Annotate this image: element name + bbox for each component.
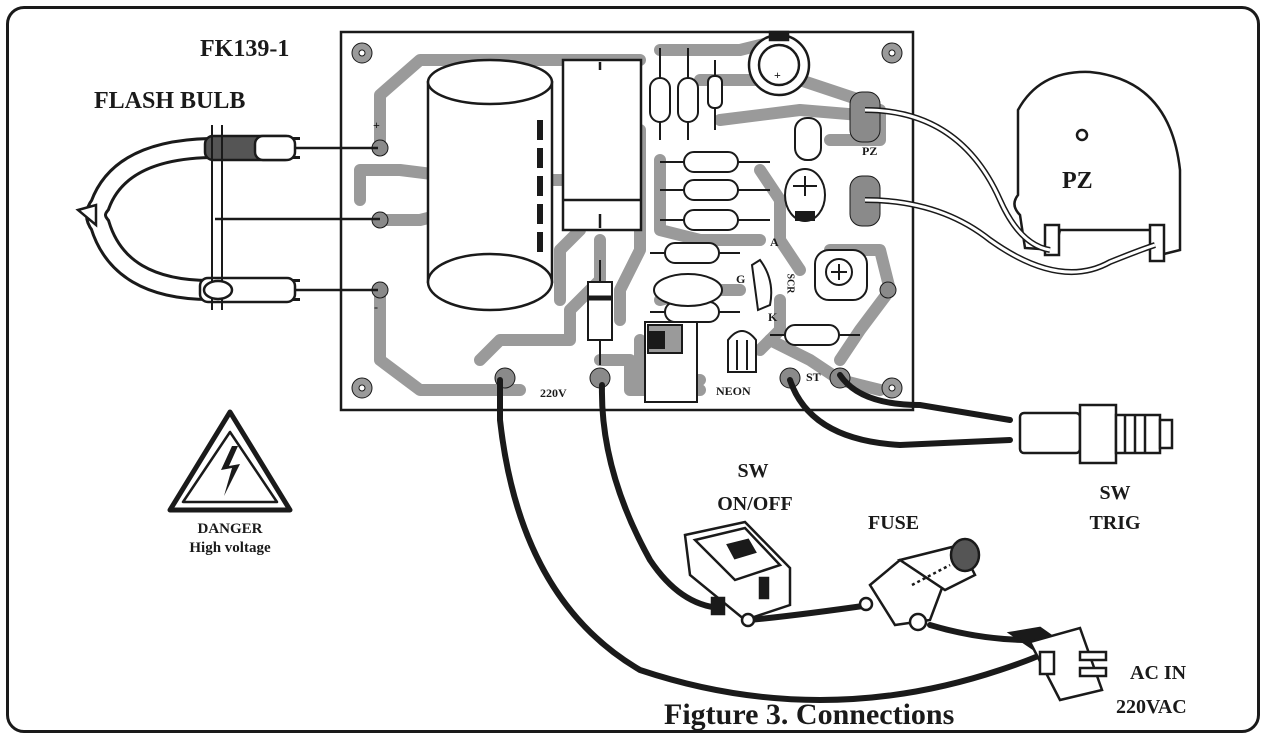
piezo-label: PZ	[1062, 168, 1093, 194]
mains-cables	[497, 377, 1043, 703]
scr	[750, 258, 773, 312]
main-capacitor	[426, 58, 554, 312]
small-capacitor	[747, 30, 811, 97]
neon-lamp	[727, 330, 757, 373]
mains-label: 220V	[540, 386, 567, 400]
neon-label: NEON	[716, 384, 751, 398]
sw-on-off-label-line1: SW	[737, 460, 769, 482]
flash-bulb	[75, 125, 380, 310]
piezo-element	[1013, 70, 1182, 263]
trigger-cables	[787, 372, 1013, 449]
figure-caption: Figture 3. Connections	[664, 698, 955, 731]
scr-gate-label: G	[736, 272, 746, 286]
st-label: ST	[806, 370, 821, 384]
trigger-transformer	[561, 58, 643, 232]
flash-bulb-label: FLASH BULB	[94, 88, 246, 114]
scr-anode-label: A	[770, 235, 779, 249]
warning-title: DANGER	[197, 521, 263, 537]
ac-in-label-line1: AC IN	[1130, 662, 1187, 684]
mount-holes	[351, 42, 903, 399]
transistors	[653, 117, 826, 307]
pcb-pz-label: PZ	[862, 144, 878, 158]
sw-trig-label-line2: TRIG	[1089, 512, 1141, 534]
small-cap-plus-label: +	[774, 68, 781, 82]
pcb-board	[339, 30, 915, 412]
warning-sign	[167, 409, 293, 513]
fuse-label: FUSE	[868, 512, 920, 534]
rocker-switch	[683, 520, 792, 628]
ac-plug	[1006, 626, 1108, 702]
sw-on-off-label-line2: ON/OFF	[717, 493, 793, 515]
scr-label: SCR	[784, 273, 796, 294]
trimmer-pot	[814, 249, 868, 301]
board-model-label: FK139-1	[200, 36, 290, 62]
bulb-plus-label: +	[373, 118, 380, 132]
resistors	[649, 48, 860, 346]
scr-cathode-label: K	[768, 310, 778, 324]
ac-in-label-line2: 220VAC	[1116, 696, 1187, 718]
fuse-holder	[858, 537, 981, 632]
trigger-switch	[1018, 403, 1174, 465]
bulb-minus-label: -	[374, 300, 378, 314]
warning-subtitle: High voltage	[189, 540, 271, 556]
rectifier-diode	[587, 260, 613, 365]
terminal-block	[644, 321, 698, 403]
sw-trig-label-line1: SW	[1099, 482, 1131, 504]
